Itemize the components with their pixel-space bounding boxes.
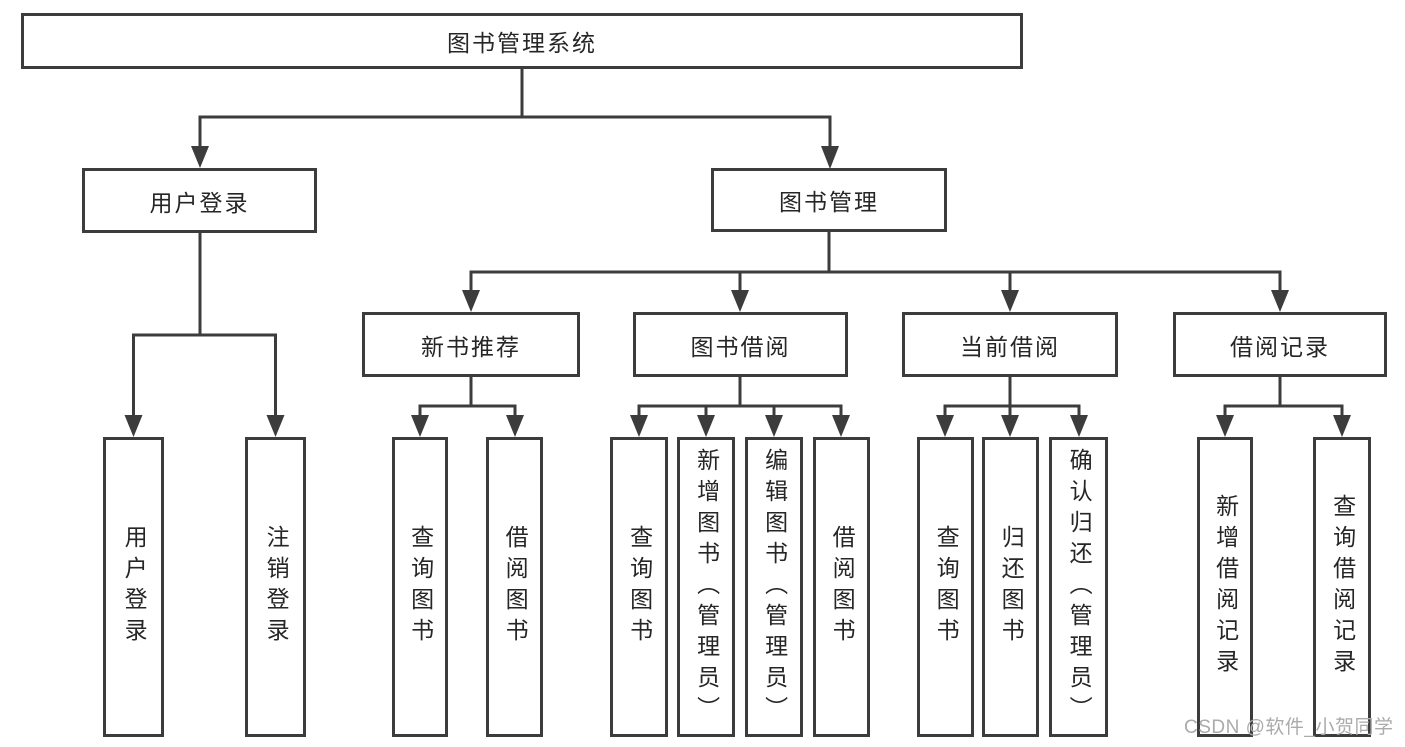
leaf-query-books-current-label: 查询图书 — [933, 525, 960, 649]
watermark: CSDN @软件_小贺同学 — [1184, 717, 1394, 738]
leaf-borrow-books-recommend-label: 借阅图书 — [502, 525, 529, 649]
leaf-query-books-recommend: 查询图书 — [392, 437, 448, 737]
leaf-return-books-label: 归还图书 — [998, 525, 1025, 649]
leaf-add-borrow-record-label: 新增借阅记录 — [1212, 494, 1239, 680]
leaf-confirm-return-admin-label: 确认归还（管理员） — [1066, 447, 1093, 727]
leaf-add-book-admin-label: 新增图书（管理员） — [693, 447, 720, 727]
leaf-edit-book-admin: 编辑图书（管理员） — [745, 437, 803, 737]
node-borrowing-records: 借阅记录 — [1173, 312, 1387, 377]
leaf-logout: 注销登录 — [245, 437, 306, 737]
leaf-borrow-books: 借阅图书 — [813, 437, 870, 737]
leaf-add-book-admin: 新增图书（管理员） — [677, 437, 735, 737]
node-book-borrowing: 图书借阅 — [633, 312, 848, 377]
node-new-book-recommendation: 新书推荐 — [362, 312, 580, 377]
leaf-borrow-books-recommend: 借阅图书 — [486, 437, 543, 737]
node-book-management: 图书管理 — [711, 168, 947, 232]
leaf-query-books-borrow: 查询图书 — [610, 437, 668, 737]
leaf-query-borrow-record-label: 查询借阅记录 — [1329, 494, 1356, 680]
leaf-query-books-recommend-label: 查询图书 — [407, 525, 434, 649]
leaf-confirm-return-admin: 确认归还（管理员） — [1049, 437, 1108, 737]
leaf-borrow-books-label: 借阅图书 — [829, 525, 856, 649]
leaf-add-borrow-record: 新增借阅记录 — [1197, 437, 1253, 737]
leaf-user-login: 用户登录 — [103, 437, 164, 737]
leaf-logout-label: 注销登录 — [263, 525, 290, 649]
node-user-login: 用户登录 — [82, 168, 317, 233]
leaf-query-books-borrow-label: 查询图书 — [626, 525, 653, 649]
node-current-borrowing: 当前借阅 — [902, 312, 1118, 377]
leaf-query-borrow-record: 查询借阅记录 — [1313, 437, 1371, 737]
node-library-management-system: 图书管理系统 — [21, 13, 1023, 69]
leaf-edit-book-admin-label: 编辑图书（管理员） — [761, 447, 788, 727]
leaf-return-books: 归还图书 — [982, 437, 1039, 737]
leaf-query-books-current: 查询图书 — [917, 437, 974, 737]
leaf-user-login-label: 用户登录 — [121, 525, 148, 649]
